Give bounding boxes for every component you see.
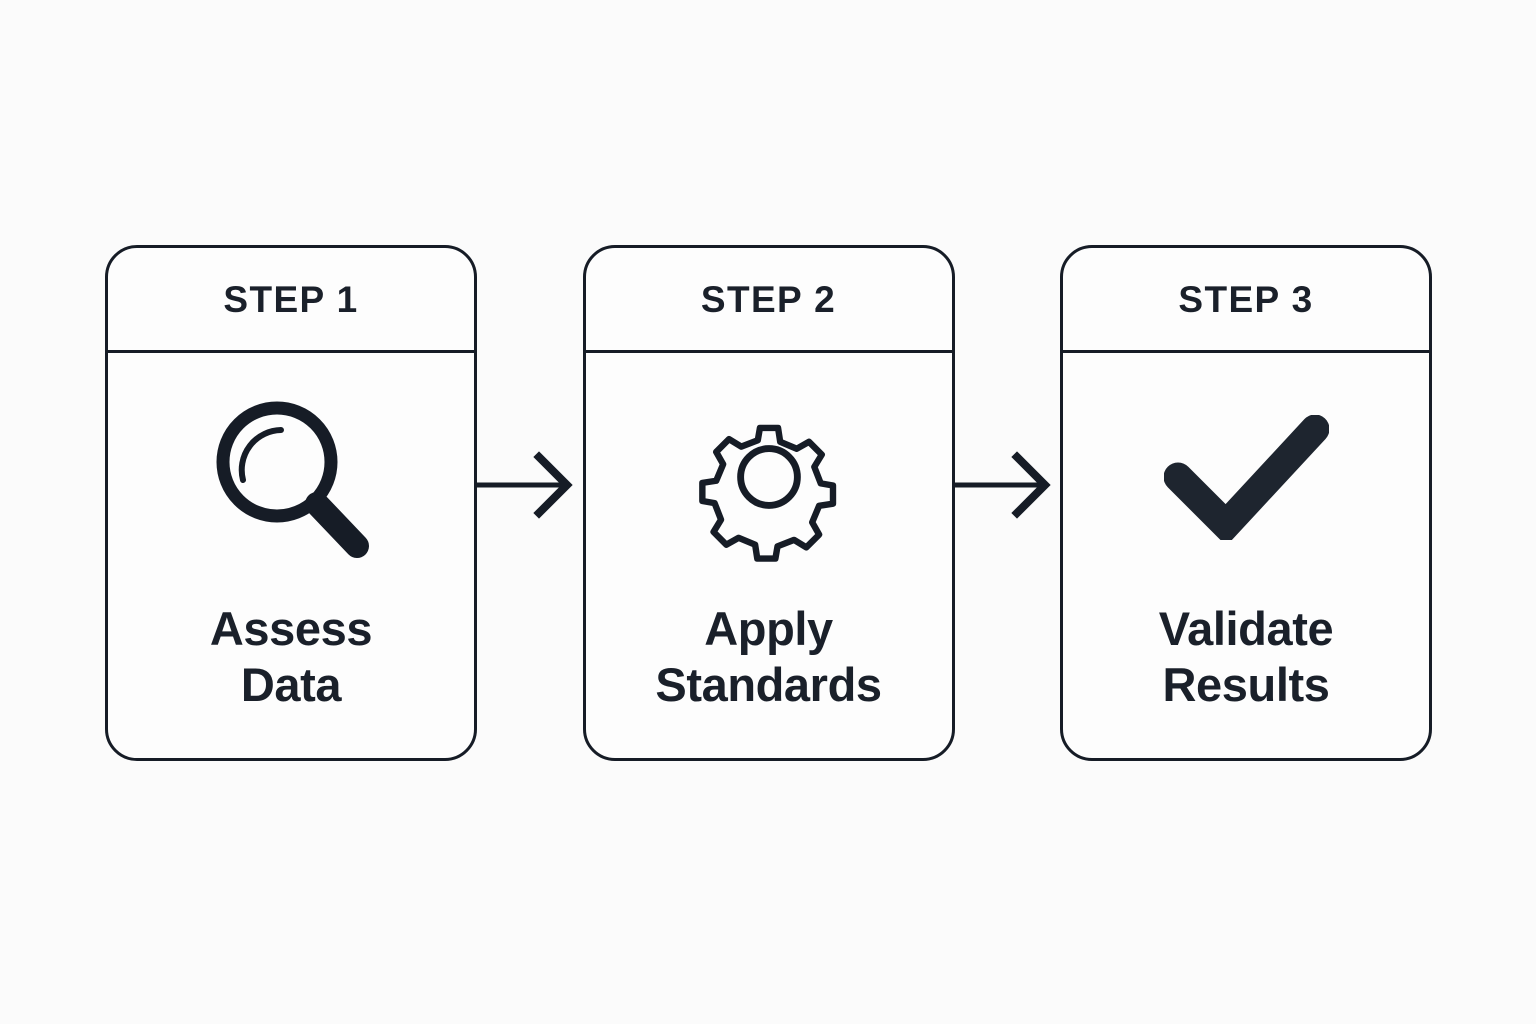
step-card-2[interactable]: STEP 2 Apply Standards — [582, 245, 955, 761]
step-card-2-body: Apply Standards — [586, 353, 952, 758]
step-3-label: STEP 3 — [1178, 278, 1314, 320]
step-1-title-line-1: Assess — [209, 602, 373, 655]
step-1-label: STEP 1 — [223, 278, 359, 320]
step-card-1-body: Assess Data — [108, 353, 474, 758]
step-card-3-title: Validate Results — [1063, 601, 1429, 714]
gear-icon — [586, 353, 952, 601]
arrow-step2-to-step3 — [954, 245, 1060, 761]
step-2-label: STEP 2 — [700, 278, 837, 320]
magnifying-glass-icon — [108, 353, 474, 601]
step-2-title-line-2: Standards — [655, 658, 882, 712]
arrow-step1-to-step2 — [477, 245, 582, 761]
step-card-1-title: Assess Data — [108, 601, 474, 714]
step-card-1[interactable]: STEP 1 Assess Data — [105, 245, 477, 761]
step-card-1-header: STEP 1 — [108, 248, 474, 353]
step-card-3[interactable]: STEP 3 Validate Results — [1060, 245, 1432, 761]
step-card-3-header: STEP 3 — [1063, 248, 1429, 353]
step-card-2-header: STEP 2 — [585, 248, 952, 353]
step-card-2-title: Apply Standards — [586, 601, 952, 714]
step-3-title-line-1: Validate — [1158, 602, 1334, 655]
step-3-title-line-2: Results — [1162, 658, 1330, 712]
checkmark-icon — [1063, 353, 1429, 601]
step-2-title-line-1: Apply — [704, 602, 833, 655]
step-1-title-line-2: Data — [240, 658, 342, 712]
step-card-3-body: Validate Results — [1063, 353, 1429, 758]
process-flow: STEP 1 Assess Data — [105, 245, 1432, 761]
